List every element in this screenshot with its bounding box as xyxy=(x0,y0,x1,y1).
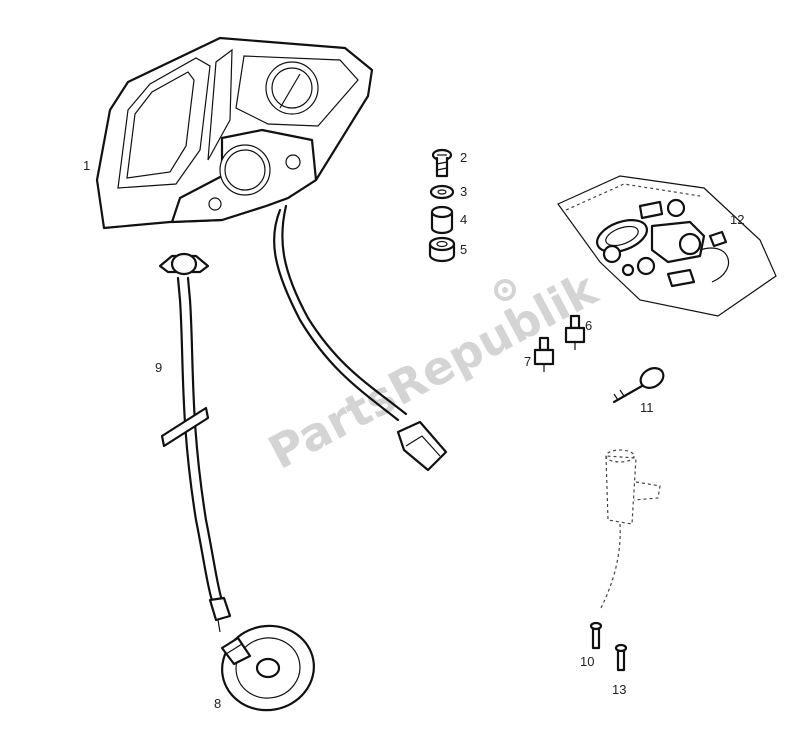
switch-part-6 xyxy=(564,314,586,350)
callout-13: 13 xyxy=(612,682,626,697)
callout-3: 3 xyxy=(460,184,467,199)
callout-6: 6 xyxy=(585,318,592,333)
cluster-wiring xyxy=(273,204,448,472)
speedo-drive-part-8 xyxy=(220,624,315,712)
callout-9: 9 xyxy=(155,360,162,375)
callout-5: 5 xyxy=(460,242,467,257)
callout-12: 12 xyxy=(730,212,744,227)
sensor-dashed xyxy=(599,449,661,611)
callout-10: 10 xyxy=(580,654,594,669)
screw-part-2 xyxy=(431,148,453,178)
switch-part-7 xyxy=(533,336,555,372)
callout-7: 7 xyxy=(524,354,531,369)
washer-part-3 xyxy=(429,184,455,200)
bolt-part-13 xyxy=(614,643,628,672)
callout-8: 8 xyxy=(214,696,221,711)
lock-set-part-12 xyxy=(557,175,777,317)
spacer-part-4 xyxy=(430,205,454,235)
callout-2: 2 xyxy=(460,150,467,165)
callout-4: 4 xyxy=(460,212,467,227)
grommet-part-5 xyxy=(428,236,456,263)
key-part-11 xyxy=(612,367,665,404)
watermark-gear-icon xyxy=(494,279,516,301)
instrument-cluster xyxy=(95,36,374,230)
callout-11: 11 xyxy=(640,400,654,415)
callout-1: 1 xyxy=(83,158,90,173)
bolt-part-10 xyxy=(589,621,603,650)
speedo-cable-part-9 xyxy=(158,252,232,633)
